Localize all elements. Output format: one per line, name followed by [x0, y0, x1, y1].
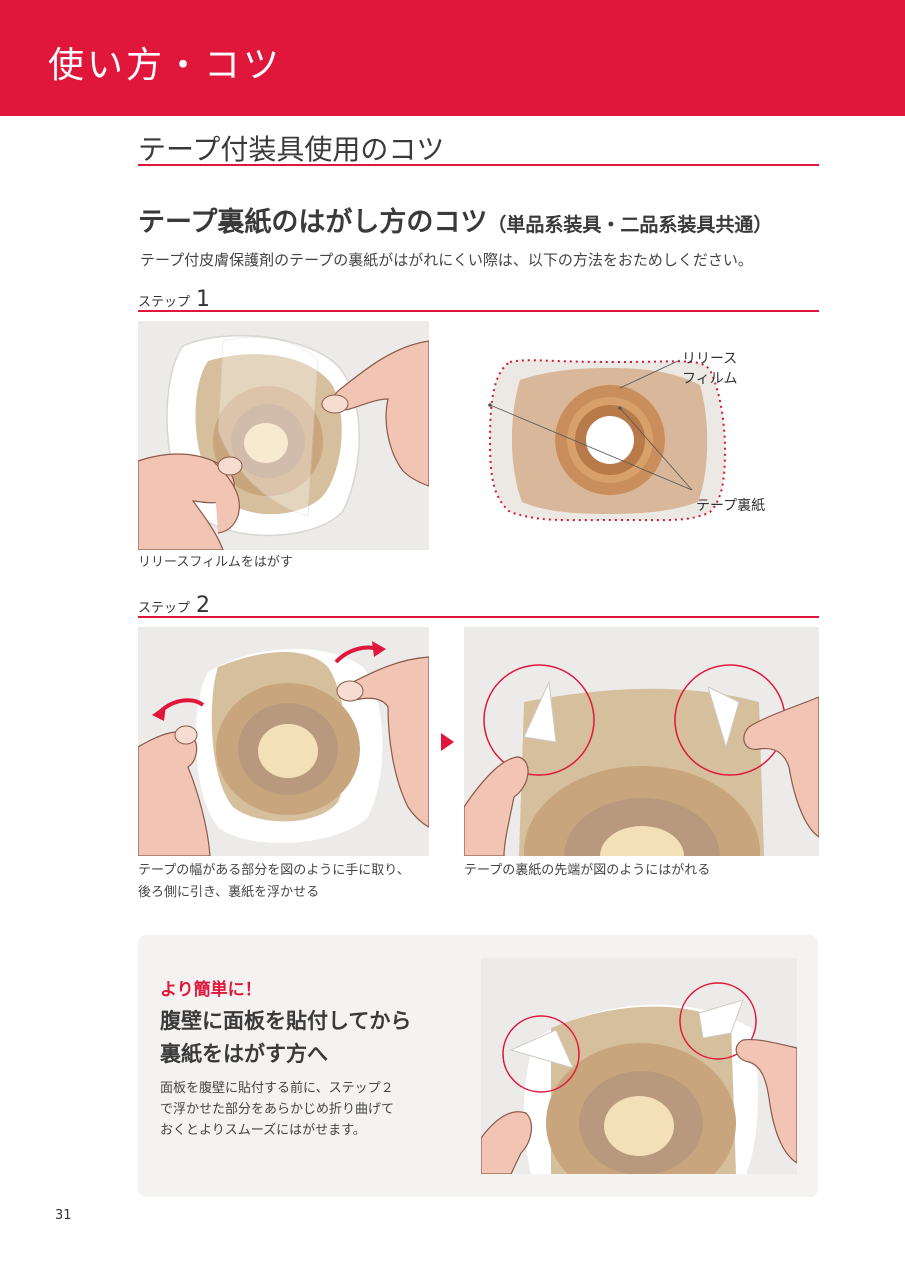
- step2-label-text: ステップ: [138, 601, 191, 616]
- step2-caption-left-line2: 後ろ側に引き、裏紙を浮かせる: [138, 885, 320, 900]
- step2-caption-left: テープの幅がある部分を図のように手に取り、 後ろ側に引き、裏紙を浮かせる: [138, 860, 410, 904]
- step2-illustration-right: [464, 627, 819, 856]
- tip-heading-line1: 腹壁に面板を貼付してから: [160, 1009, 412, 1033]
- tip-body-line1: 面板を腹壁に貼付する前に、ステップ２: [160, 1081, 394, 1096]
- tip-heading-line2: 裏紙をはがす方へ: [160, 1042, 328, 1066]
- step2-divider: [138, 616, 819, 618]
- tape-backing-label: テープ裏紙: [696, 498, 766, 514]
- step2-label: ステップ 2: [138, 593, 210, 618]
- page-number: 31: [55, 1208, 72, 1223]
- release-film-label-line1: リリース: [682, 351, 738, 367]
- step1-divider: [138, 310, 819, 312]
- tip-kicker: より簡単に！: [160, 980, 262, 1000]
- step1-label: ステップ 1: [138, 287, 210, 312]
- step1-label-text: ステップ: [138, 295, 191, 310]
- step1-illustration: [138, 321, 429, 550]
- section-title: テープ付装具使用のコツ: [138, 133, 445, 166]
- header-bar: [0, 0, 905, 116]
- tip-heading: 腹壁に面板を貼付してから 裏紙をはがす方へ: [160, 1005, 411, 1071]
- step2-caption-left-line1: テープの幅がある部分を図のように手に取り、: [138, 863, 410, 878]
- tip-illustration: [481, 958, 797, 1174]
- step2-caption-right: テープの裏紙の先端が図のようにはがれる: [464, 863, 711, 878]
- section-divider: [138, 164, 819, 166]
- subsection-title-main: テープ裏紙のはがし方のコツ: [138, 207, 488, 238]
- subsection-title-note: （単品系装具・二品系装具共通）: [487, 214, 773, 236]
- step2-illustration-left: [138, 627, 429, 856]
- step1-number: 1: [196, 287, 211, 312]
- step2-number: 2: [196, 593, 211, 618]
- tip-body: 面板を腹壁に貼付する前に、ステップ２ で浮かせた部分をあらかじめ折り曲げて おく…: [160, 1078, 394, 1141]
- page-title: 使い方・コツ: [48, 45, 283, 86]
- release-film-label: リリース フィルム: [682, 349, 737, 389]
- next-arrow-icon: [441, 733, 454, 751]
- step1-caption: リリースフィルムをはがす: [138, 555, 293, 570]
- step1-diagram: [470, 340, 760, 530]
- tip-body-line3: おくとよりスムーズにはがせます。: [160, 1123, 366, 1138]
- intro-text: テープ付皮膚保護剤のテープの裏紙がはがれにくい際は、以下の方法をおためしください…: [140, 251, 753, 269]
- tip-body-line2: で浮かせた部分をあらかじめ折り曲げて: [160, 1102, 395, 1117]
- release-film-label-line2: フィルム: [682, 371, 738, 387]
- subsection-title: テープ裏紙のはがし方のコツ（単品系装具・二品系装具共通）: [138, 200, 772, 239]
